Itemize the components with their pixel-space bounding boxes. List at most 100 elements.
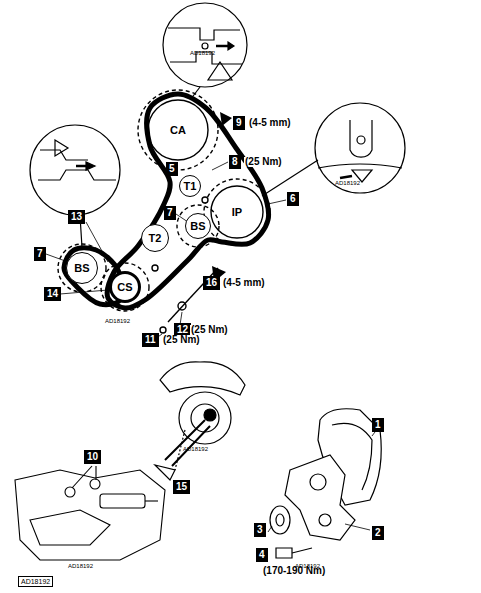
pulleys-part <box>152 265 158 271</box>
pulley: BS <box>66 252 98 284</box>
callout-number: 2 <box>372 526 384 540</box>
pulley: T2 <box>141 224 169 252</box>
pulley: BS <box>185 213 211 239</box>
callout-number: 5 <box>166 162 178 176</box>
pulley-label: T1 <box>184 181 197 192</box>
pulleys-part <box>168 298 190 322</box>
pulleys-part <box>138 90 218 170</box>
spec-value: (4-5 mm) <box>248 118 292 128</box>
magnifier-right-part <box>357 136 365 144</box>
pulley-label: BS <box>74 263 89 274</box>
drawing-number: AD18192 <box>183 446 208 452</box>
magnifier-top <box>163 3 247 100</box>
spec-value: (25 Nm) <box>162 335 201 345</box>
leader-lines-part <box>60 290 108 294</box>
spec-value: (25 Nm) <box>190 325 229 335</box>
cover-and-bracket-part <box>268 526 272 532</box>
tensioner-engine-part <box>145 500 158 501</box>
crankshaft-fan-part <box>155 465 175 480</box>
callout-number: 6 <box>287 192 299 206</box>
drawing-number: AD18192 <box>105 318 130 324</box>
cover-and-bracket-part <box>292 548 312 553</box>
magnifier-right-part <box>350 120 372 157</box>
magnifier-right-part <box>318 164 402 168</box>
belt-path <box>107 94 268 308</box>
crankshaft-fan-part <box>165 420 210 466</box>
magnifier-left-part <box>30 125 120 215</box>
leader-lines <box>46 162 286 339</box>
crankshaft-fan-part <box>191 404 219 432</box>
pulleys-part <box>202 197 208 203</box>
pulleys-part <box>160 327 166 333</box>
leader-lines-part <box>212 162 228 170</box>
cover-and-bracket-part <box>319 514 331 526</box>
pulley-label: IP <box>232 207 242 218</box>
pulley: CS <box>109 271 141 303</box>
magnifier-left <box>30 125 120 248</box>
callout-number: 8 <box>229 155 241 169</box>
drawing-number: AD18192 <box>18 576 53 587</box>
magnifier-right <box>262 103 405 196</box>
drawing-number: AD18192 <box>335 180 360 186</box>
pulleys <box>58 90 270 333</box>
callout-number: 10 <box>84 450 101 464</box>
pulley-label: CA <box>170 125 186 136</box>
pulley: CA <box>148 100 208 160</box>
magnifier-left-part <box>55 140 68 156</box>
spec-value: (4-5 mm) <box>222 278 266 288</box>
tensioner-engine-part <box>95 466 96 480</box>
drawing-number: AD18192 <box>190 50 215 56</box>
tension-arrows-part <box>220 112 232 126</box>
tensioner-engine-part <box>30 510 110 545</box>
crankshaft-fan <box>155 362 245 480</box>
leader-lines-part <box>46 254 68 262</box>
drawing-number: AD18192 <box>295 563 320 569</box>
cover-and-bracket <box>268 409 381 558</box>
callout-number: 15 <box>173 480 190 494</box>
callout-number: 9 <box>233 116 245 130</box>
pulley: T1 <box>179 175 201 197</box>
cover-and-bracket-part <box>310 474 326 490</box>
callout-number: 7 <box>164 206 176 220</box>
tensioner-engine-part <box>65 487 75 497</box>
leader-lines-part <box>268 200 286 204</box>
magnifier-right-part <box>315 103 405 193</box>
crankshaft-fan-part <box>160 362 245 395</box>
crankshaft-fan-part <box>204 409 216 421</box>
callout-number: 14 <box>44 287 61 301</box>
drawing-number: AD18192 <box>68 563 93 569</box>
crankshaft-fan-part <box>179 392 231 444</box>
cover-and-bracket-part <box>276 548 292 558</box>
magnifier-left-part <box>86 162 95 170</box>
pulley-label: T2 <box>149 233 162 244</box>
timing-belt <box>64 94 269 308</box>
callout-number: 16 <box>203 276 220 290</box>
callout-number: 3 <box>254 523 266 537</box>
cover-and-bracket-part <box>276 514 284 526</box>
callout-number: 13 <box>68 210 85 224</box>
tensioner-engine-part <box>72 466 92 488</box>
spec-value: (25 Nm) <box>244 157 283 167</box>
magnifier-top-part <box>163 3 247 87</box>
cover-and-bracket-part <box>285 455 355 540</box>
pulley: IP <box>211 186 263 238</box>
pulleys-part <box>148 100 208 160</box>
cover-and-bracket-part <box>345 524 370 530</box>
pulley-label: CS <box>117 282 132 293</box>
pulleys-part <box>211 186 263 238</box>
pulley-label: BS <box>190 221 205 232</box>
magnifier-top-part <box>168 28 240 40</box>
tensioner-engine <box>15 466 165 560</box>
tensioner-engine-part <box>100 494 145 508</box>
cover-and-bracket-part <box>270 506 290 534</box>
tension-arrows <box>212 112 232 282</box>
magnifier-left-part <box>38 170 116 180</box>
magnifier-top-part <box>202 43 208 49</box>
callout-number: 7 <box>34 247 46 261</box>
magnifier-top-part <box>208 62 232 80</box>
magnifier-right-part <box>340 176 352 178</box>
magnifier-left-part <box>40 150 88 160</box>
callout-number: 4 <box>256 548 268 562</box>
magnifier-top-part <box>228 42 234 50</box>
